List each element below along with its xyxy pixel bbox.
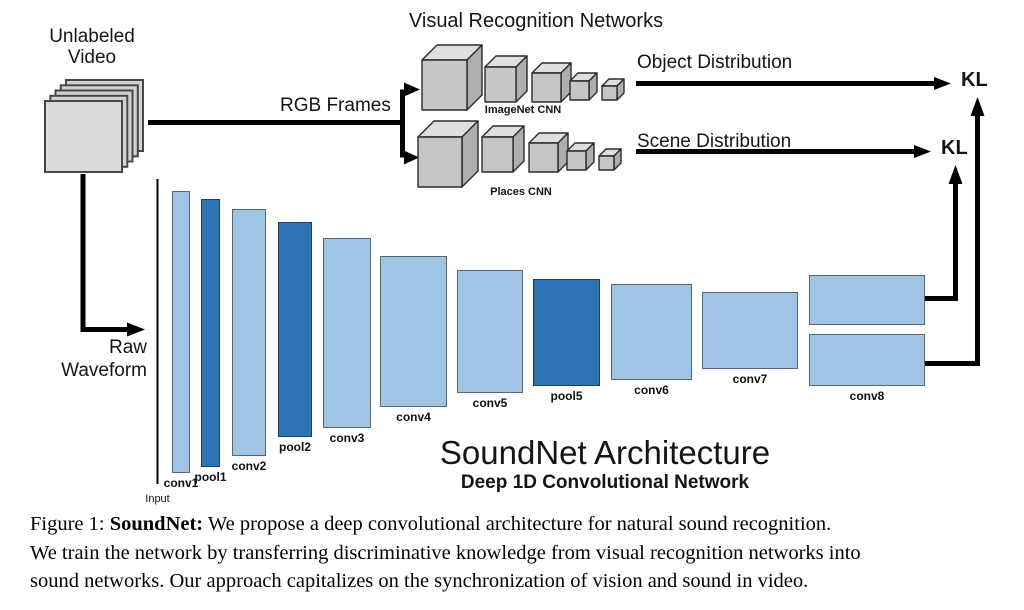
caption-prefix: Figure 1: [30,513,110,535]
video-frame-stack-icon [44,79,144,173]
cnn-cube-face [484,66,517,103]
cnn-cube-face [601,85,618,101]
places-cnn-cubes-icon [417,120,622,188]
imagenet-cnn-cubes-icon [421,44,625,111]
layer-label-pool1: pool1 [194,470,227,484]
caption-line-2: We train the network by transferring dis… [30,541,861,564]
layer-bar-conv2 [232,209,266,456]
layer-label-pool5: pool5 [550,389,583,403]
layer-bar-conv8 [809,275,925,325]
layer-label-conv2: conv2 [231,459,267,473]
arrow-up-scene-kl-icon [948,165,963,184]
layer-bar-conv7 [702,292,798,369]
cnn-cube-face [566,150,587,171]
layer-label-conv5: conv5 [472,396,508,410]
conv8-bottom-to-kl-line [925,116,980,366]
layer-bar-conv1 [172,191,190,473]
cnn-cube-face [598,155,615,171]
conv8-top-to-kl-line [925,184,958,301]
connector-lines [80,81,980,484]
caption-line1-rest: We propose a deep convolutional architec… [203,513,832,535]
cnn-cube-face [528,142,559,173]
layer-label-conv1: conv1 [163,476,199,490]
arrow-raw-waveform-icon [127,322,145,337]
layer-bar-pool5 [533,279,600,386]
layer-label-conv8: conv8 [849,389,885,403]
cnn-cube-face [531,72,562,103]
layer-bar-conv8 [809,334,925,386]
arrow-to-imagenet-icon [404,82,420,97]
layer-bar-conv3 [323,238,371,428]
caption-line-1: Figure 1: SoundNet: We propose a deep co… [30,510,1010,539]
arrow-object-kl-icon [934,77,951,90]
layer-bar-pool2 [278,222,312,437]
layer-label-pool2: pool2 [279,440,311,454]
arrowheads [127,77,985,337]
layer-bar-conv4 [380,256,447,407]
arrow-up-object-kl-icon [970,97,985,116]
caption-line-3: sound networks. Our approach capitalizes… [30,570,809,592]
cnn-cube-face [417,136,463,188]
cnn-cube-face [421,59,468,111]
arrow-to-places-icon [404,150,419,165]
layer-label-conv3: conv3 [329,431,365,445]
arrow-scene-kl-icon [914,145,931,158]
layer-label-conv4: conv4 [396,410,431,424]
layer-label-conv6: conv6 [634,383,669,397]
figure-caption: Figure 1: SoundNet: We propose a deep co… [30,510,1010,596]
layer-bar-conv5 [457,270,523,393]
layer-label-conv7: conv7 [732,372,768,386]
cnn-cube-face [569,80,590,101]
caption-bold-soundnet: SoundNet: [109,513,204,535]
cnn-cube-face [481,136,514,173]
layer-bar-pool1 [201,199,220,467]
raw-waveform-line [80,174,127,332]
layer-bar-conv6 [611,284,692,380]
